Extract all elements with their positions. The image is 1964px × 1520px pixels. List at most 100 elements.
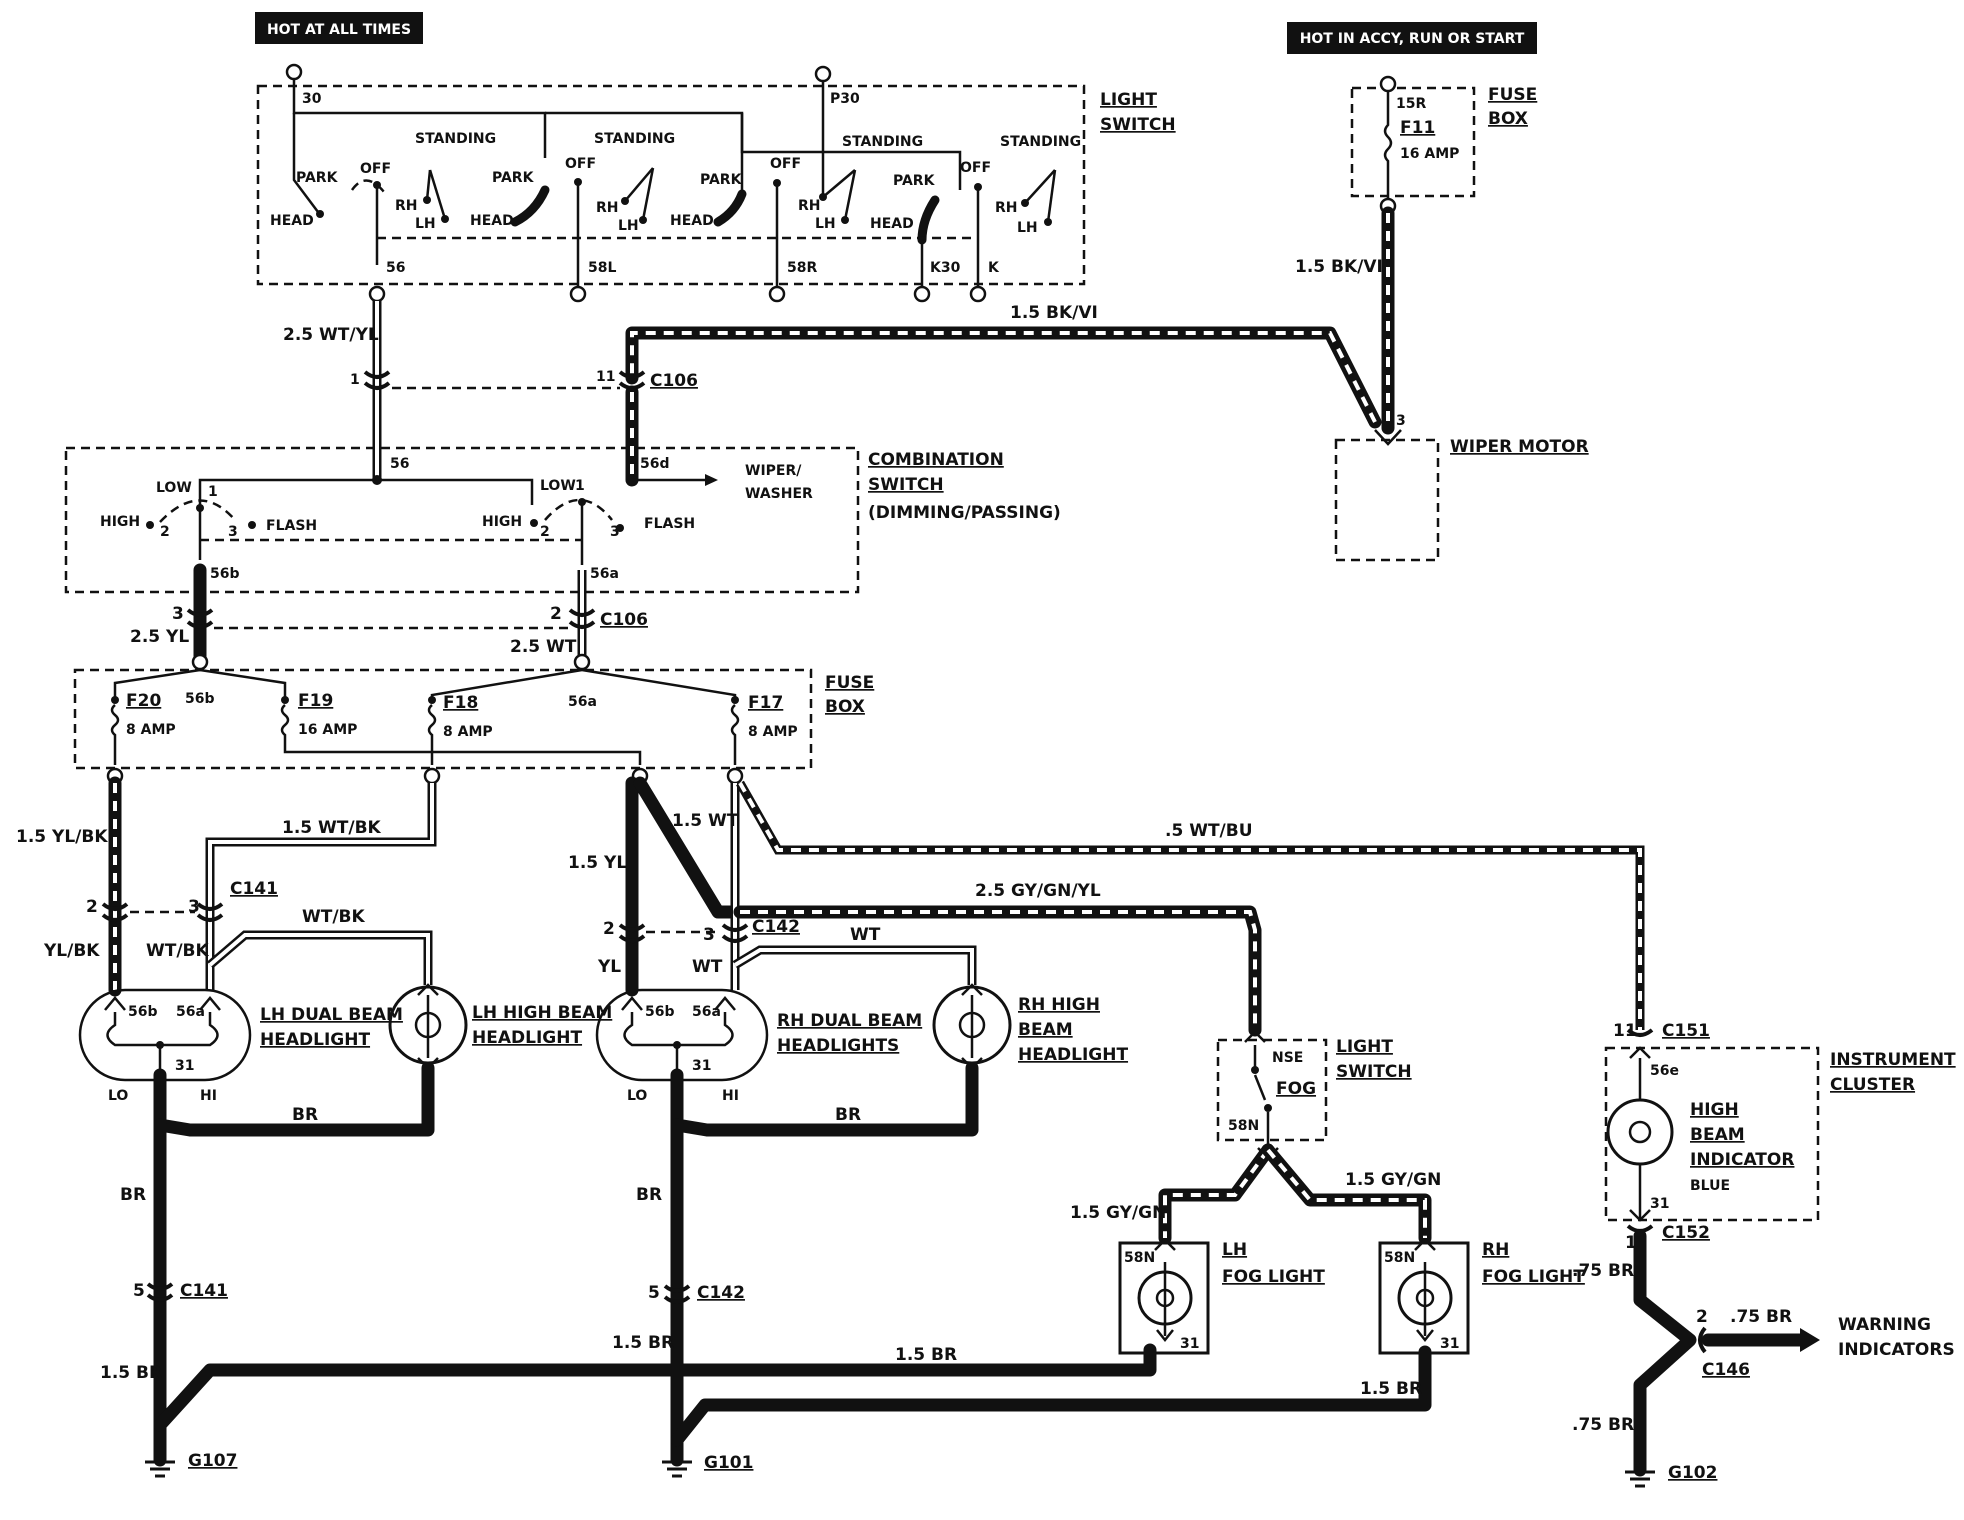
svg-text:1.5 BK/VI: 1.5 BK/VI: [1295, 257, 1383, 277]
svg-text:WASHER: WASHER: [745, 486, 813, 502]
svg-text:58N: 58N: [1124, 1250, 1155, 1266]
svg-text:LO: LO: [108, 1088, 128, 1104]
svg-text:56d: 56d: [640, 456, 670, 472]
svg-text:FOG: FOG: [1276, 1079, 1316, 1099]
svg-text:FUSE: FUSE: [825, 673, 874, 693]
svg-text:F20: F20: [126, 691, 161, 711]
svg-text:56a: 56a: [568, 694, 597, 710]
svg-text:3: 3: [703, 925, 715, 945]
svg-text:1.5 BR: 1.5 BR: [1360, 1379, 1422, 1399]
svg-text:2: 2: [160, 524, 170, 540]
svg-text:.75 BR: .75 BR: [1572, 1261, 1634, 1281]
svg-text:1.5 GY/GN: 1.5 GY/GN: [1070, 1203, 1166, 1223]
svg-text:HIGH: HIGH: [1690, 1100, 1739, 1120]
svg-text:BR: BR: [636, 1185, 662, 1205]
svg-text:COMBINATION: COMBINATION: [868, 450, 1004, 470]
svg-text:LOW: LOW: [540, 478, 576, 494]
svg-text:56: 56: [386, 260, 405, 276]
lh-headlight-wiring: 1.5 YL/BK 2 YL/BK 1.5 WT/BK 3 C141 WT/BK…: [16, 776, 437, 997]
svg-text:8 AMP: 8 AMP: [443, 724, 493, 740]
svg-text:OFF: OFF: [565, 156, 596, 172]
svg-text:58R: 58R: [787, 260, 817, 276]
svg-text:PARK: PARK: [492, 170, 535, 186]
svg-text:G102: G102: [1668, 1463, 1717, 1483]
svg-text:HI: HI: [722, 1088, 739, 1104]
svg-text:G107: G107: [188, 1451, 237, 1471]
svg-text:WIPER MOTOR: WIPER MOTOR: [1450, 437, 1589, 457]
svg-text:BR: BR: [835, 1105, 861, 1125]
svg-text:SWITCH: SWITCH: [1336, 1062, 1412, 1082]
svg-text:HEAD: HEAD: [870, 216, 914, 232]
svg-text:3: 3: [172, 604, 184, 624]
lh-ground-wiring: BR BR 5 C141 1.5 BR 1.5 BR G107: [100, 1061, 1157, 1478]
fuse-box-top: 15R F11 16 AMP FUSE BOX: [1350, 75, 1537, 215]
rh-high-beam-headlight: RH HIGH BEAM HEADLIGHT: [932, 983, 1128, 1070]
svg-text:BOX: BOX: [825, 697, 865, 717]
svg-text:LH: LH: [618, 218, 639, 234]
svg-text:FLASH: FLASH: [266, 518, 317, 534]
svg-text:5: 5: [133, 1281, 145, 1301]
svg-text:2: 2: [540, 524, 550, 540]
banner-hot-at-all-times: HOT AT ALL TIMES: [255, 12, 423, 44]
svg-text:2: 2: [86, 897, 98, 917]
svg-text:WT/BK: WT/BK: [302, 907, 366, 927]
svg-text:BLUE: BLUE: [1690, 1178, 1730, 1194]
svg-text:HEADLIGHT: HEADLIGHT: [472, 1028, 582, 1048]
svg-text:56a: 56a: [176, 1004, 205, 1020]
svg-text:5: 5: [648, 1283, 660, 1303]
svg-text:C106: C106: [600, 610, 648, 630]
svg-text:F11: F11: [1400, 118, 1435, 138]
svg-text:31: 31: [1650, 1196, 1669, 1212]
rh-dual-beam-headlight: 56b 56a 31 RH DUAL BEAM HEADLIGHTS LO HI: [595, 988, 922, 1104]
svg-text:RH: RH: [395, 198, 418, 214]
fog-wiring: 1.5 GY/GN 1.5 GY/GN: [1070, 1143, 1441, 1245]
svg-text:RH DUAL BEAM: RH DUAL BEAM: [777, 1011, 922, 1031]
svg-text:K30: K30: [930, 260, 961, 276]
svg-text:8 AMP: 8 AMP: [748, 724, 798, 740]
svg-text:WT: WT: [850, 925, 881, 945]
svg-text:HEADLIGHT: HEADLIGHT: [1018, 1045, 1128, 1065]
svg-text:1.5 GY/GN: 1.5 GY/GN: [1345, 1170, 1441, 1190]
svg-text:INDICATORS: INDICATORS: [1838, 1340, 1955, 1360]
svg-text:INSTRUMENT: INSTRUMENT: [1830, 1050, 1956, 1070]
svg-text:SWITCH: SWITCH: [868, 475, 944, 495]
svg-text:2.5 WT: 2.5 WT: [510, 637, 577, 657]
svg-text:C146: C146: [1702, 1360, 1750, 1380]
svg-text:LO: LO: [627, 1088, 647, 1104]
banner-hot-in-accy: HOT IN ACCY, RUN OR START: [1287, 22, 1537, 54]
svg-text:FOG LIGHT: FOG LIGHT: [1222, 1267, 1325, 1287]
svg-text:2: 2: [550, 604, 562, 624]
terminal-p30-circle: [814, 65, 832, 83]
svg-text:WT/BK: WT/BK: [146, 941, 210, 961]
svg-text:LH: LH: [415, 216, 436, 232]
fuse-box-mid: FUSE BOX 56b 56a F20 8 AMP F19 16 AMP F1…: [73, 668, 874, 785]
svg-text:LIGHT: LIGHT: [1336, 1037, 1393, 1057]
svg-text:2.5 GY/GN/YL: 2.5 GY/GN/YL: [975, 881, 1101, 901]
wire-15-bk-vi: 1.5 BK/VI 1.5 BK/VI: [625, 206, 1395, 435]
svg-text:RH: RH: [1482, 1240, 1509, 1260]
svg-text:STANDING: STANDING: [1000, 134, 1081, 150]
svg-text:15R: 15R: [1396, 96, 1426, 112]
svg-text:1.5 WT: 1.5 WT: [672, 811, 739, 831]
svg-text:58N: 58N: [1384, 1250, 1415, 1266]
svg-text:3: 3: [610, 524, 620, 540]
svg-text:.75 BR: .75 BR: [1730, 1307, 1792, 1327]
connector-c106-bottom: 3 2.5 YL 2 C106 2.5 WT: [130, 563, 648, 671]
svg-text:(DIMMING/PASSING): (DIMMING/PASSING): [868, 503, 1061, 523]
svg-text:YL: YL: [597, 957, 621, 977]
svg-text:.5 WT/BU: .5 WT/BU: [1165, 821, 1253, 841]
svg-text:56b: 56b: [128, 1004, 158, 1020]
svg-text:BR: BR: [292, 1105, 318, 1125]
instrument-cluster: 11 C151 INSTRUMENT CLUSTER 56e 31 HIGH B…: [1604, 1021, 1956, 1222]
svg-text:INDICATOR: INDICATOR: [1690, 1150, 1794, 1170]
svg-text:WARNING: WARNING: [1838, 1315, 1931, 1335]
svg-text:PARK: PARK: [700, 172, 743, 188]
svg-text:OFF: OFF: [360, 161, 391, 177]
svg-text:C106: C106: [650, 371, 698, 391]
svg-text:.75 BR: .75 BR: [1572, 1415, 1634, 1435]
svg-text:LH: LH: [1222, 1240, 1247, 1260]
svg-text:HIGH: HIGH: [100, 514, 140, 530]
svg-text:RH: RH: [995, 200, 1018, 216]
svg-text:K: K: [988, 260, 1000, 276]
